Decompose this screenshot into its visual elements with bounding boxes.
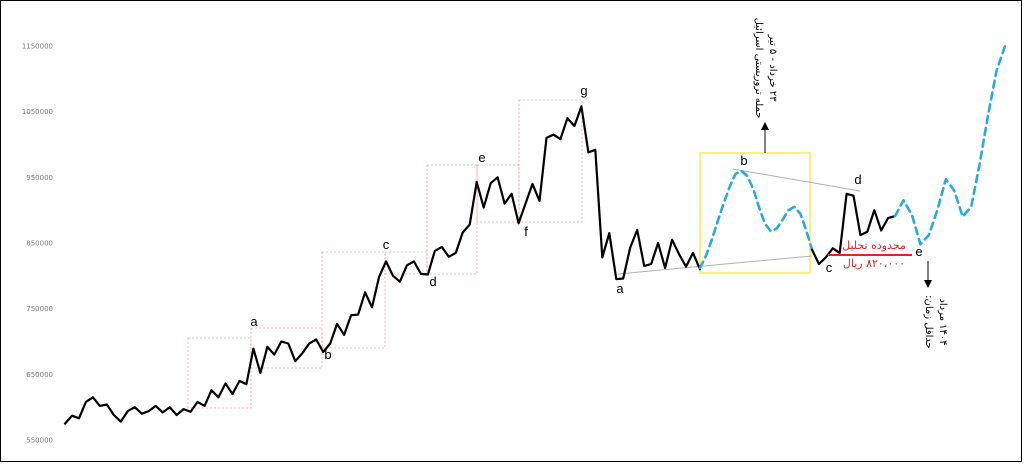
wave-label: e <box>478 150 485 165</box>
wave-label: a <box>616 281 624 296</box>
wave-box <box>321 251 386 349</box>
wave-boxes <box>187 99 861 409</box>
wave-box <box>476 164 520 223</box>
arrow-up-head <box>761 122 769 130</box>
channel-upper-line <box>732 168 861 192</box>
y-axis: 1150000 1050000 950000 850000 750000 650000 55… <box>22 43 53 445</box>
y-tick-label: 850000 <box>26 240 53 248</box>
bottom-note: حداقل زمان:۱۴۰۴ مرداد <box>923 295 948 349</box>
wave-label: a <box>250 314 258 329</box>
y-tick-label: 950000 <box>26 174 53 182</box>
wave-label: g <box>580 83 587 98</box>
top-note-line: ۲۳ خرداد - ۵ تیر <box>767 33 778 102</box>
wave-label: d <box>854 172 861 187</box>
wave-label: b <box>324 347 331 362</box>
forecast-box <box>699 152 811 274</box>
wave-label: b <box>740 153 747 168</box>
arrow-down-head <box>924 280 932 288</box>
wave-box <box>250 327 323 369</box>
series-lines <box>63 44 1007 425</box>
wave-box <box>426 164 478 275</box>
analysis-zone-text: ۸۲۰،۰۰۰ ریال <box>843 257 905 270</box>
wave-box <box>187 337 252 409</box>
y-tick-label: 1050000 <box>22 108 53 116</box>
wave-labels: a b c d e f g a b c d e <box>250 83 922 362</box>
y-tick-label: 1150000 <box>22 43 53 51</box>
y-tick-label: 750000 <box>26 305 53 313</box>
wave-box <box>518 99 583 223</box>
y-tick-label: 650000 <box>26 371 53 379</box>
wave-label: e <box>915 244 922 259</box>
wave-label: d <box>429 274 436 289</box>
analysis-zone-text: محدوده تحلیل <box>842 239 906 252</box>
price-line <box>63 105 702 425</box>
bottom-note-line: حداقل زمان: <box>923 295 934 349</box>
bottom-note-line: ۱۴۰۴ مرداد <box>937 298 948 345</box>
wave-label: f <box>524 224 528 239</box>
channel-lower-line <box>617 255 813 275</box>
wave-label: c <box>383 237 390 252</box>
forecast-line <box>893 44 1007 246</box>
forecast-line <box>698 169 814 270</box>
top-note-line: حمله تروریستی اسرائیل <box>753 18 764 119</box>
price-line <box>810 192 897 266</box>
y-tick-label: 550000 <box>26 437 53 445</box>
wave-label: c <box>826 260 833 275</box>
